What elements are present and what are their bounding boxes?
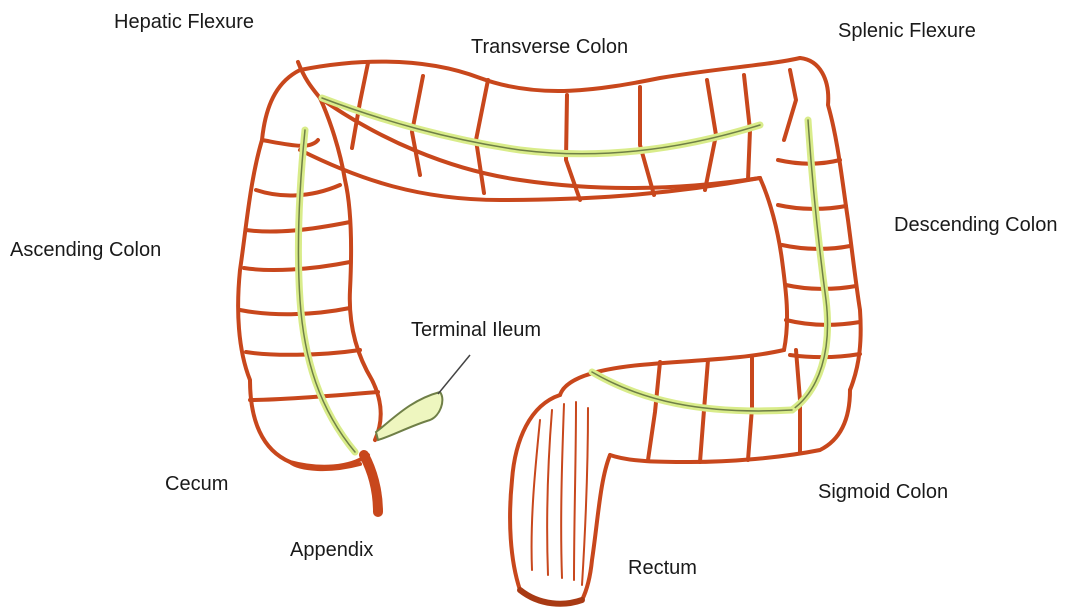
terminal-ileum-shape (376, 355, 470, 440)
label-rectum: Rectum (628, 558, 697, 578)
rectum-shape (510, 395, 610, 604)
label-cecum: Cecum (165, 474, 228, 494)
descending-colon-shape (760, 58, 861, 390)
label-ascending-colon: Ascending Colon (10, 240, 161, 260)
label-splenic-flexure: Splenic Flexure (838, 21, 976, 41)
label-descending-colon: Descending Colon (894, 215, 1057, 235)
label-sigmoid-colon: Sigmoid Colon (818, 482, 948, 502)
label-hepatic-flexure: Hepatic Flexure (114, 12, 254, 32)
appendix-shape (364, 455, 378, 512)
label-transverse-colon: Transverse Colon (471, 37, 628, 57)
label-appendix: Appendix (290, 540, 373, 560)
label-terminal-ileum: Terminal Ileum (411, 320, 541, 340)
transverse-colon-shape (300, 58, 800, 200)
